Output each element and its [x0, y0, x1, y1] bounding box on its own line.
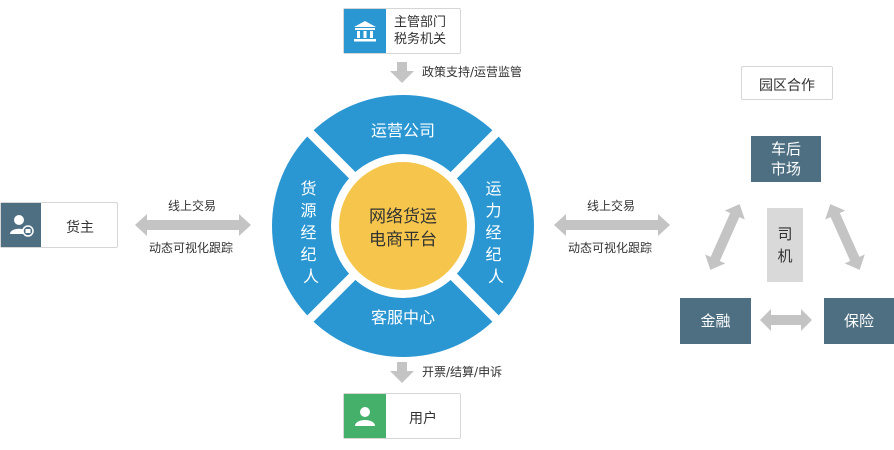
left-arrow-bottom-label: 动态可视化跟踪: [149, 241, 234, 255]
aftermarket-insurance-arrow: [825, 204, 865, 270]
right-arrow-bottom-label: 动态可视化跟踪: [568, 241, 653, 255]
authority-line2: 税务机关: [394, 32, 447, 47]
billing-down-arrow: [390, 362, 414, 383]
finance-insurance-arrow: [760, 309, 812, 331]
driver-line1: 司: [777, 225, 793, 243]
driver-node: 司 机: [767, 208, 803, 282]
wheel-segment-right: 运 力 经 纪 人: [485, 179, 506, 286]
left-double-arrow: [135, 214, 251, 236]
user-icon: [344, 394, 386, 438]
aftermarket-line2: 市场: [770, 160, 801, 178]
aftermarket-finance-arrow: [705, 204, 745, 270]
driver-line2: 机: [777, 247, 793, 265]
platform-center-line2: 电商平台: [369, 230, 437, 250]
insurance-node: 保险: [824, 298, 894, 344]
authority-line1: 主管部门: [394, 15, 447, 30]
cargo-owner-label: 货主: [66, 220, 94, 236]
park-cluster-arrows: [705, 204, 865, 331]
user-node: 用户: [343, 393, 461, 439]
platform-wheel: 运营公司 客服中心 货 源 经 纪 人 运 力 经 纪 人 网络货运 电商平台: [272, 95, 534, 357]
finance-node: 金融: [680, 298, 751, 344]
wheel-segment-bottom: 客服中心: [371, 308, 435, 327]
finance-label: 金融: [700, 312, 731, 330]
billing-arrow-label: 开票/结算/申诉: [422, 365, 503, 379]
wheel-segment-top: 运营公司: [371, 121, 435, 140]
left-arrow-top-label: 线上交易: [168, 199, 217, 213]
user-label: 用户: [409, 411, 437, 427]
park-cooperation-box: 园区合作: [741, 66, 833, 100]
platform-center-line1: 网络货运: [369, 207, 437, 227]
right-arrow-top-label: 线上交易: [587, 199, 636, 213]
government-building-icon: [344, 9, 386, 53]
platform-center: [339, 162, 467, 290]
right-double-arrow: [554, 214, 670, 236]
aftermarket-node: 车后 市场: [751, 136, 821, 182]
park-cooperation-label: 园区合作: [759, 78, 815, 94]
wheel-segment-left: 货 源 经 纪 人: [300, 179, 321, 286]
policy-arrow-label: 政策支持/运营监管: [422, 65, 523, 79]
cargo-owner-node: 货主: [0, 202, 118, 248]
policy-down-arrow: [390, 62, 414, 83]
authority-node: 主管部门 税务机关: [343, 8, 461, 54]
insurance-label: 保险: [843, 312, 874, 330]
cargo-owner-icon: [1, 203, 41, 247]
aftermarket-line1: 车后: [770, 140, 801, 158]
